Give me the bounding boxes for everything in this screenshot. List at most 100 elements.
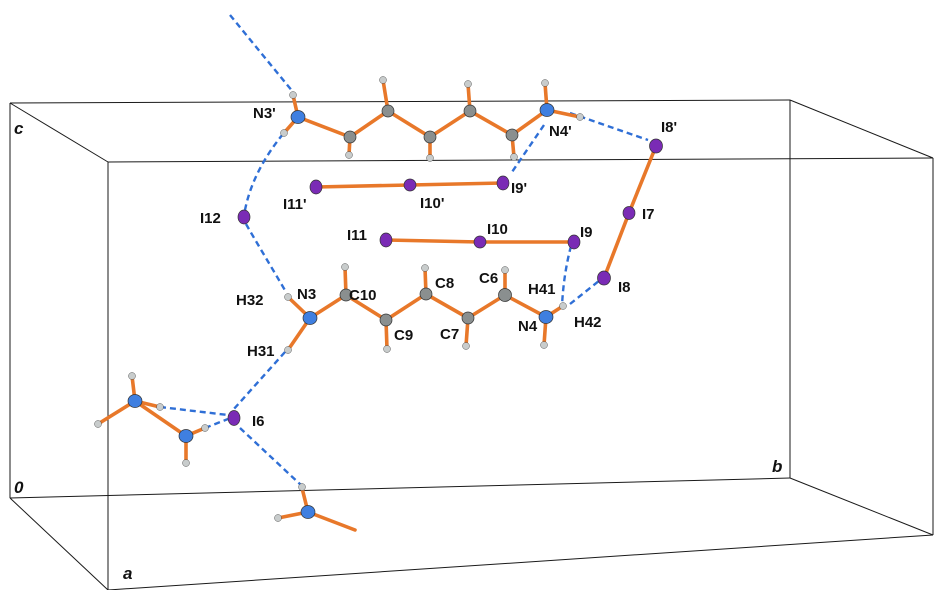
atoms xyxy=(94,76,663,522)
hydrogen-atom xyxy=(201,424,209,432)
hbond xyxy=(204,417,229,430)
hydrogen-atom xyxy=(128,372,136,380)
carbon-atom xyxy=(339,288,353,302)
hydrogen-atom xyxy=(501,266,509,274)
hbond xyxy=(239,427,303,487)
label-C9: C9 xyxy=(394,327,413,344)
nitrogen-atom xyxy=(538,310,554,324)
bond xyxy=(314,183,412,189)
label-N4: N4 xyxy=(518,318,538,335)
carbon-atom xyxy=(379,313,393,327)
hydrogen-atom xyxy=(289,91,297,99)
bond xyxy=(428,109,472,139)
hbond xyxy=(159,405,229,417)
carbon-atom xyxy=(343,130,357,144)
nitrogen-atom xyxy=(127,394,143,408)
carbon-atom xyxy=(463,104,477,118)
bond xyxy=(384,292,428,322)
label-H42: H42 xyxy=(574,314,602,331)
bond xyxy=(424,292,470,320)
axis-label-a: a xyxy=(123,564,132,583)
hydrogen-atom xyxy=(284,346,292,354)
axis-labels: c 0 a b xyxy=(14,119,782,583)
hydrogen-atom xyxy=(559,302,567,310)
nitrogen-atom xyxy=(290,110,306,124)
hydrogen-atom xyxy=(284,293,292,301)
iodine-atom xyxy=(227,410,241,426)
iodine-atom xyxy=(237,209,251,225)
carbon-atom xyxy=(505,128,519,142)
hydrogen-atom xyxy=(541,79,549,87)
hydrogen-atom xyxy=(576,113,584,121)
hbond xyxy=(229,14,294,93)
hbond xyxy=(244,223,288,293)
axis-label-c: c xyxy=(14,119,24,138)
bond xyxy=(344,293,388,322)
label-I8p: I8' xyxy=(661,119,677,136)
bond xyxy=(386,109,432,139)
axis-label-origin: 0 xyxy=(14,478,24,497)
label-N3p: N3' xyxy=(253,105,276,122)
bond xyxy=(408,181,505,187)
hydrogen-atom xyxy=(421,264,429,272)
bond xyxy=(348,109,390,139)
label-I6: I6 xyxy=(252,413,265,430)
label-N3: N3 xyxy=(297,286,316,303)
hydrogen-atom xyxy=(274,514,282,522)
hydrogen-atom xyxy=(298,483,306,491)
hydrogen-atom xyxy=(426,154,434,162)
bond xyxy=(296,115,352,139)
nitrogen-atom xyxy=(302,311,318,325)
hbond xyxy=(232,351,286,411)
carbon-atom xyxy=(419,287,433,301)
iodine-atom xyxy=(649,138,663,154)
iodine-atom xyxy=(403,178,417,192)
iodine-atom xyxy=(496,175,510,191)
cell-edge xyxy=(107,534,934,590)
cell-edge xyxy=(9,99,791,104)
iodine-atom xyxy=(379,232,393,248)
label-C10: C10 xyxy=(349,287,377,304)
label-C8: C8 xyxy=(435,275,454,292)
label-I11: I11 xyxy=(347,227,367,244)
hbond xyxy=(569,279,601,305)
carbon-atom xyxy=(423,130,437,144)
hbond xyxy=(560,245,573,307)
label-I10: I10 xyxy=(487,221,508,238)
bond xyxy=(96,399,137,426)
cell-edge xyxy=(789,99,934,159)
carbon-atom xyxy=(461,311,475,325)
bond xyxy=(384,238,482,244)
cell-edge xyxy=(9,477,791,499)
bond xyxy=(468,109,514,137)
label-I11p: I11' xyxy=(283,196,307,213)
hydrogen-atom xyxy=(280,129,288,137)
bond xyxy=(602,211,631,280)
cell-edge xyxy=(789,477,934,536)
label-C6: C6 xyxy=(479,270,498,287)
hydrogen-atom xyxy=(156,403,164,411)
label-I7: I7 xyxy=(642,206,655,223)
cell-edge xyxy=(9,497,109,590)
iodine-atom xyxy=(309,179,323,195)
label-C7: C7 xyxy=(440,326,459,343)
covalent-bonds xyxy=(96,108,658,532)
bond xyxy=(503,293,548,319)
hydrogen-atom xyxy=(341,263,349,271)
hydrogen-atom xyxy=(540,341,548,349)
bond xyxy=(133,399,188,438)
hbond xyxy=(243,133,284,211)
axis-label-b: b xyxy=(772,457,782,476)
hydrogen-atom xyxy=(464,80,472,88)
atom-labels: N3' N4' I8' I11' I10' I9' I12 I7 I11 I10… xyxy=(200,105,677,430)
iodine-atom xyxy=(622,206,636,220)
label-N4p: N4' xyxy=(549,123,572,140)
carbon-atom xyxy=(498,288,512,302)
iodine-atom xyxy=(567,234,581,250)
nitrogen-atom xyxy=(300,505,316,519)
label-I8: I8 xyxy=(618,279,631,296)
carbon-atom xyxy=(381,104,395,118)
label-H31: H31 xyxy=(247,343,275,360)
